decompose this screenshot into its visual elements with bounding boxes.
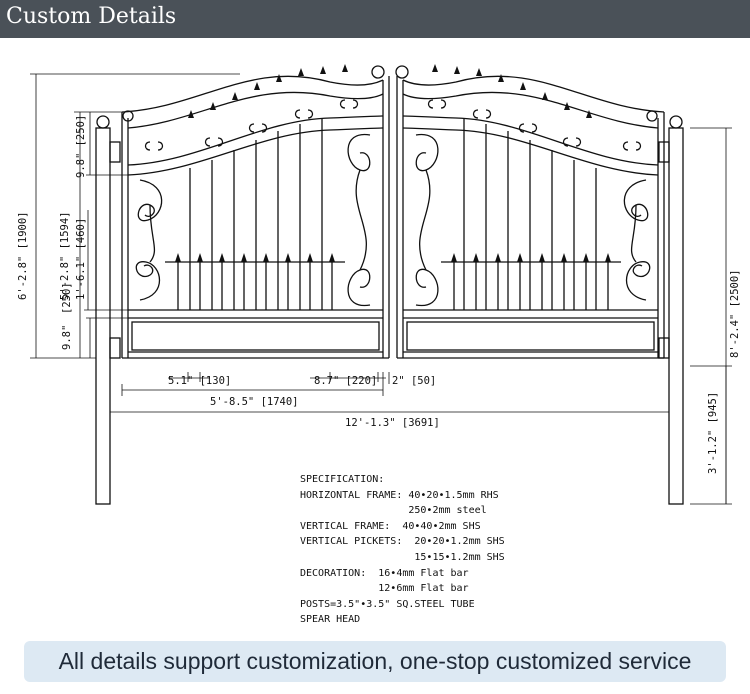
dim-overall-width: 12'-1.3" [3691] [345, 417, 440, 429]
dim-top-band: 9.8" [250] [75, 115, 87, 178]
page-title: Custom Details [6, 4, 177, 29]
dim-frame-width: 2" [50] [392, 375, 436, 387]
dim-picket-gap: 5.1" [130] [168, 375, 231, 387]
spec-title: SPECIFICATION: [300, 474, 385, 485]
dimension-lines [30, 73, 732, 505]
spec-line: DECORATION: 16•4mm Flat bar [300, 567, 469, 579]
header-bar: Custom Details [0, 0, 750, 38]
specification-block: SPECIFICATION: HORIZONTAL FRAME: 40•20•1.… [300, 472, 505, 628]
spec-line: HORIZONTAL FRAME: 40•20•1.5mm RHS [300, 489, 499, 501]
dim-scroll-width: 8.7" [220] [314, 375, 377, 387]
spec-line: SPEAR HEAD [300, 614, 361, 626]
footer-text: All details support customization, one-s… [58, 648, 692, 674]
spec-line: 250•2mm steel [300, 505, 487, 517]
dim-scroll-height: 1'-6.1" [460] [75, 218, 87, 300]
dim-post-height: 8'-2.4" [2500] [729, 269, 741, 358]
dim-post-ground: 3'-1.2" [945] [707, 392, 719, 474]
spec-line: VERTICAL FRAME: 40•40•2mm SHS [300, 520, 481, 532]
spear-heads [175, 64, 611, 262]
dim-leaf-width: 5'-8.5" [1740] [210, 396, 299, 408]
spec-line: 12•6mm Flat bar [300, 583, 469, 595]
spec-line: POSTS=3.5"•3.5" SQ.STEEL TUBE [300, 598, 475, 610]
left-post [95, 127, 111, 505]
spec-line: VERTICAL PICKETS: 20•20•1.2mm SHS [300, 536, 505, 548]
dim-overall-height: 6'-2.8" [1900] [17, 211, 29, 300]
dim-bottom-band-mm: [250] [61, 282, 73, 314]
dim-leaf-height: 5'-2.8" [1594] [59, 211, 71, 300]
right-gate-leaf [396, 75, 665, 359]
dim-bottom-band-in: 9.8" [61, 325, 73, 350]
spec-line: 15•15•1.2mm SHS [300, 551, 505, 563]
right-post [668, 127, 684, 505]
gate-drawing: 6'-2.8" [1900] 5'-2.8" [1594] 9.8" [250]… [17, 64, 741, 505]
footer-banner: All details support customization, one-s… [24, 641, 726, 682]
left-gate-leaf [121, 75, 390, 359]
